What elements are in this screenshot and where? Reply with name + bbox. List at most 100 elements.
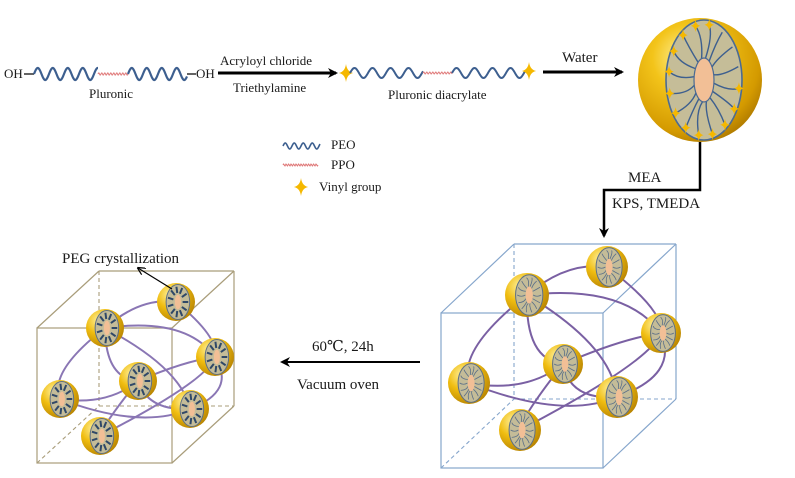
crystallized-peg-chain: [217, 364, 223, 372]
ppo-core: [605, 258, 613, 276]
crystallized-peg-chain: [189, 393, 193, 401]
peo-chain: [463, 369, 470, 377]
crystallized-peg-chain: [181, 306, 188, 312]
crystallized-peg-chain: [96, 322, 103, 327]
peo-chain: [471, 390, 475, 400]
peo-chain: [532, 294, 542, 297]
peo-chain: [554, 356, 562, 362]
vinyl-star-icon: [664, 87, 675, 100]
peo-chain: [557, 369, 564, 377]
crystallized-peg-chain: [94, 423, 100, 430]
crystallized-peg-chain: [96, 329, 103, 334]
peo-chain: [472, 369, 479, 377]
peo-chain: [473, 389, 479, 397]
crystallized-peg-chain: [192, 394, 198, 402]
peo-chain: [622, 389, 630, 394]
ppo-core: [561, 356, 569, 372]
hydrogel-micelles: [448, 246, 681, 451]
vinyl-star-icon: [293, 178, 309, 196]
peo-chain: [664, 338, 671, 346]
peo-chain: [612, 266, 621, 269]
crystallized-peg-chain: [178, 309, 184, 317]
ppo-core: [136, 373, 143, 389]
crystallized-peg-chain: [110, 318, 117, 324]
peo-chain: [609, 274, 613, 284]
peo-chain: [622, 396, 631, 399]
micelle-large: [638, 18, 762, 142]
ppo-core: [525, 286, 533, 304]
peo-chain: [611, 273, 617, 281]
pluronic-diacrylate-molecule: [338, 62, 537, 82]
vinyl-star-icon: [693, 129, 704, 142]
crystallized-peg-chain: [104, 312, 108, 320]
peo-chain: [526, 277, 530, 287]
ppo-core: [659, 325, 667, 341]
peo-chain: [525, 302, 529, 313]
peo-chain: [532, 286, 541, 292]
peo-chain: [612, 259, 620, 264]
crystallized-peg-chain: [137, 389, 141, 397]
crystallized-peg-chain: [62, 406, 68, 414]
peo-chain: [708, 31, 723, 62]
micelle: [41, 380, 79, 418]
crystallized-peg-chain: [192, 416, 198, 424]
peo-chain: [529, 277, 533, 287]
vinyl-star-icon: [680, 121, 691, 134]
crystallized-peg-chain: [214, 365, 218, 373]
crystallized-peg-chain: [195, 413, 202, 419]
peo-chain: [510, 429, 519, 432]
crystallized-peg-chain: [167, 303, 174, 308]
peo-chain: [664, 320, 671, 328]
legend-ppo-icon: [282, 163, 319, 167]
peo-chain: [561, 371, 565, 380]
crystallized-peg-chain: [217, 342, 223, 350]
peo-chain: [705, 101, 714, 135]
crystallized-peg-chain: [181, 403, 188, 408]
crystallized-peg-chain: [132, 387, 138, 394]
hydroxyl-right-label: OH: [196, 66, 215, 81]
peo-chain: [608, 389, 616, 394]
vinyl-star-icon: [720, 118, 730, 131]
peo-chain: [514, 436, 521, 444]
peo-chain: [518, 287, 526, 292]
peo-chain: [565, 348, 569, 357]
peo-chain: [615, 404, 619, 414]
peo-chain: [616, 380, 619, 390]
crystallized-peg-chain: [132, 368, 138, 375]
peo-chain: [619, 404, 623, 414]
vinyl-star-icon: [338, 64, 354, 82]
micelle: [586, 246, 628, 288]
peo-chain: [655, 320, 662, 328]
vinyl-star-icon: [678, 29, 688, 42]
crystallized-peg-chain: [170, 289, 176, 296]
edge: [440, 243, 515, 314]
peo-chain: [665, 336, 673, 341]
crystallized-peg-chain: [129, 382, 136, 387]
peo-chain: [567, 367, 575, 372]
peo-chain: [663, 340, 666, 349]
ppo-core: [213, 349, 220, 365]
crystallized-peg-chain: [137, 365, 141, 373]
vinyl-star-icon: [734, 82, 744, 95]
crystallized-peg-chain: [102, 421, 108, 429]
reagent-triethylamine: Triethylamine: [233, 80, 307, 95]
peo-segment-right: [451, 66, 526, 80]
crystallized-peg-chain: [170, 308, 176, 315]
crosslink-chain: [519, 332, 662, 431]
vinyl-star-icon: [664, 65, 674, 78]
peo-chain: [653, 336, 661, 341]
reagent-mea: MEA: [628, 170, 662, 186]
peg-crystallization-label: PEG crystallization: [62, 251, 180, 267]
peo-chain: [474, 386, 482, 391]
crystallized-peg-chain: [220, 347, 227, 353]
crystallized-peg-chain: [105, 440, 112, 446]
peo-chain: [611, 383, 618, 391]
peo-chain: [609, 250, 613, 260]
ppo-core: [98, 428, 105, 444]
peo-chain: [555, 367, 563, 372]
crystallized-peg-chain: [209, 344, 215, 351]
peo-chain: [666, 332, 675, 335]
annotation-pointer-arrow: [138, 268, 173, 290]
crystallized-peg-chain: [195, 399, 202, 405]
